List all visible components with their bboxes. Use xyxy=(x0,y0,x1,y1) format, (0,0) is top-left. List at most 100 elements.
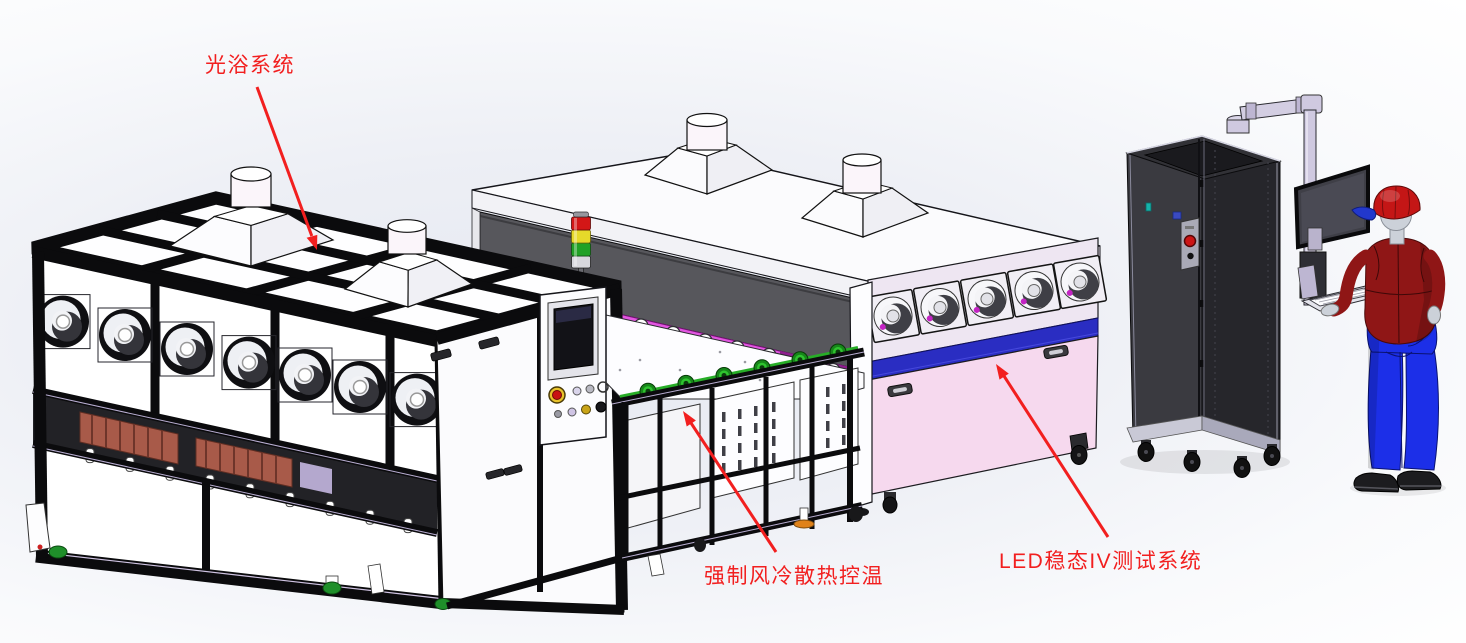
arrow-head-light-bath xyxy=(306,234,318,250)
panel-button xyxy=(595,401,607,413)
control-box-slot xyxy=(1185,226,1194,229)
exhaust-hood xyxy=(800,153,930,238)
panel-button xyxy=(554,410,562,418)
leveling-foot xyxy=(25,502,51,553)
monitor-workstation xyxy=(1226,94,1394,312)
cap-highlight xyxy=(1380,190,1400,202)
panel-handle xyxy=(887,382,913,398)
rack-left-face xyxy=(1126,135,1203,441)
exhaust-hood xyxy=(168,166,335,267)
right-leg xyxy=(1403,344,1439,471)
leveling-foot xyxy=(367,563,385,595)
panel-handle xyxy=(430,348,452,362)
cooling-fan xyxy=(912,280,968,335)
top-beam xyxy=(31,246,439,347)
caster-wheel xyxy=(322,581,342,595)
tray-arm xyxy=(1297,264,1319,300)
screen-gloss xyxy=(556,306,591,323)
right-arm xyxy=(1327,249,1373,317)
cooling-fan xyxy=(1052,254,1108,310)
rack-cabinet xyxy=(1120,135,1290,478)
caster-wheel xyxy=(882,492,898,514)
shirt-seams xyxy=(1365,239,1437,344)
left-hand xyxy=(1427,305,1441,325)
black-button xyxy=(1187,252,1194,260)
orange-foot-pad xyxy=(793,519,815,529)
panel-handle xyxy=(1043,344,1069,360)
arrow-head-led-test xyxy=(996,364,1009,380)
monitor-screen xyxy=(1301,173,1364,242)
panel-handle xyxy=(478,336,500,350)
vent-slots xyxy=(722,402,776,473)
tower-gloss xyxy=(574,218,577,266)
cap-brim xyxy=(1351,206,1377,221)
left-leg xyxy=(1367,337,1404,471)
stripe-highlight xyxy=(867,332,1099,378)
exhaust-hood xyxy=(343,219,474,308)
base-rail xyxy=(446,554,623,610)
cap-seams xyxy=(1382,185,1410,219)
rail-highlight xyxy=(621,505,863,559)
label-forced-air-cooling: 强制风冷散热控温 xyxy=(704,565,884,588)
panel-handle xyxy=(503,464,523,476)
label-light-bath-system: 光浴系统 xyxy=(205,54,295,77)
panel-button xyxy=(581,404,591,415)
arrow-line-cooling xyxy=(689,422,778,553)
cooling-fan xyxy=(959,271,1015,327)
tower-cap xyxy=(573,211,589,218)
base-beam xyxy=(442,598,625,615)
teal-led xyxy=(1145,202,1152,212)
annotation-labels: 光浴系统 强制风冷散热控温 LED稳态IV测试系统 xyxy=(205,54,1202,588)
panel-handle xyxy=(485,468,505,480)
left-face xyxy=(31,246,452,610)
panel-switch xyxy=(597,381,609,393)
vented-panel xyxy=(711,381,795,499)
right-shoe xyxy=(1396,470,1442,491)
pants-shade xyxy=(1368,320,1380,470)
annotation-arrows xyxy=(255,86,1110,553)
rack-casters xyxy=(1137,440,1281,478)
red-button xyxy=(1183,234,1197,248)
rack-edge-highlight xyxy=(1129,154,1137,439)
purple-block xyxy=(300,462,332,494)
mid-rail xyxy=(617,445,861,501)
panel-button xyxy=(585,384,595,394)
beam-highlight xyxy=(611,351,865,405)
right-hand xyxy=(1320,303,1340,317)
under-frame xyxy=(446,358,863,610)
exhaust-hood xyxy=(643,112,774,195)
heatsink-block xyxy=(79,411,179,465)
arrow-line-light-bath xyxy=(255,86,314,237)
panel-button xyxy=(567,407,577,417)
caster-wheel xyxy=(48,545,68,559)
blue-chip xyxy=(1172,211,1182,220)
cooling-fan xyxy=(865,288,921,344)
caster-wheel xyxy=(694,538,706,552)
arrow-line-led-test xyxy=(1002,375,1110,538)
frame-legs xyxy=(621,358,853,560)
cooling-fan xyxy=(1006,263,1062,318)
emergency-stop-button xyxy=(552,390,562,400)
machine-feet xyxy=(25,502,452,610)
heatsink-band xyxy=(32,386,438,537)
door-hinges xyxy=(1199,180,1204,367)
arm-base xyxy=(1226,119,1250,134)
monitor-mount xyxy=(1307,227,1323,251)
opening-lip xyxy=(479,215,867,306)
conveyor-table-frame xyxy=(446,305,865,610)
cap-dome xyxy=(1373,185,1421,220)
rack-top-rim xyxy=(1126,135,1281,162)
arm-joint xyxy=(1245,102,1257,120)
label-led-iv-test-system: LED稳态IV测试系统 xyxy=(999,550,1202,573)
caster-wheel xyxy=(849,506,863,522)
operator-figure xyxy=(1320,185,1446,496)
leveling-foot xyxy=(647,553,665,577)
conveyor-rail-green xyxy=(619,346,859,399)
arrow-head-cooling xyxy=(683,411,696,427)
caster-wheel xyxy=(1069,432,1089,465)
panel-button xyxy=(572,386,582,396)
shoe-sole xyxy=(1353,486,1399,490)
base-beam xyxy=(35,549,446,610)
